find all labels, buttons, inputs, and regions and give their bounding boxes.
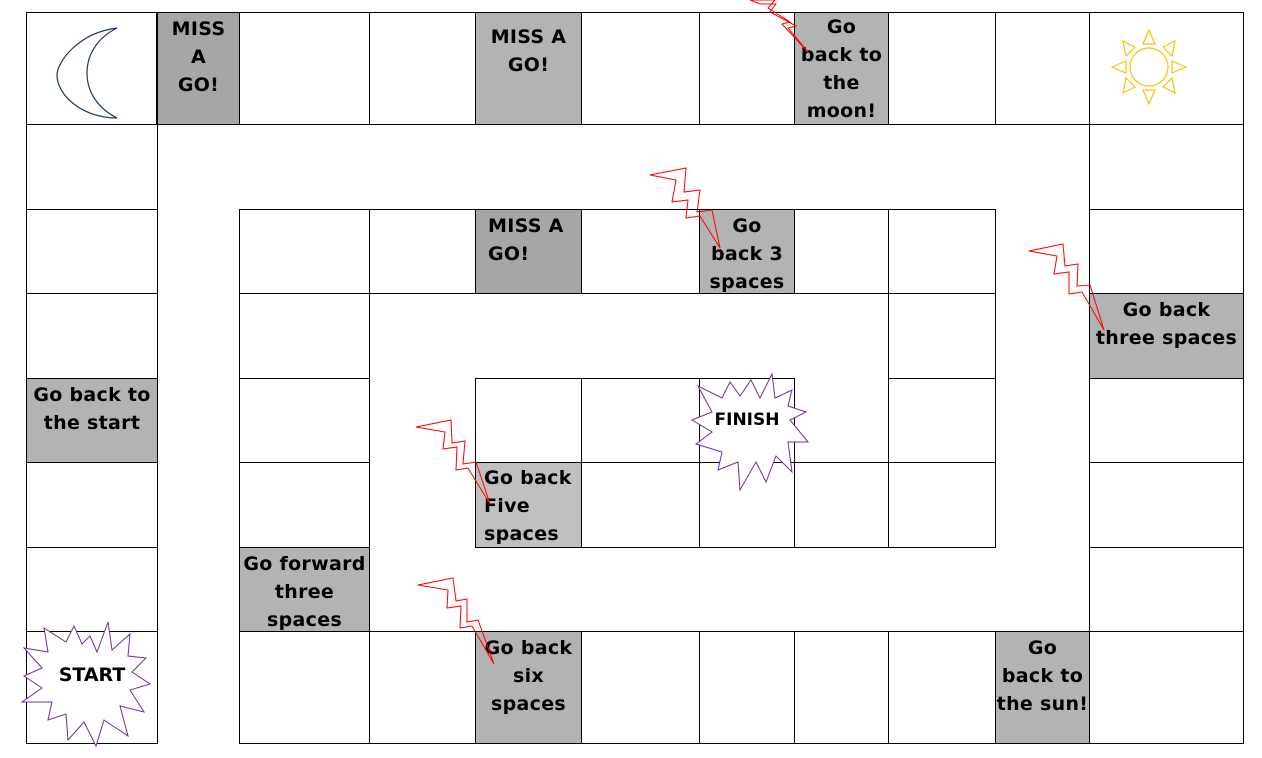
square-label: Go back 3 spaces	[709, 215, 785, 293]
board-square	[239, 631, 370, 744]
finish-star-icon	[690, 372, 810, 492]
lightning-bolt-icon	[749, 0, 809, 53]
square-forward-three-spaces: Go forward three spaces	[239, 547, 370, 632]
finish-label: FINISH	[714, 410, 780, 430]
square-back-to-start: Go back to the start	[26, 378, 158, 463]
square-label: Go back six spaces	[484, 637, 573, 715]
board-square	[26, 547, 158, 632]
board-square	[26, 209, 158, 294]
moon-icon	[56, 27, 118, 119]
board-square	[888, 293, 996, 379]
square-back-six-spaces: Go back six spaces	[475, 631, 582, 744]
board-square	[699, 12, 795, 125]
board-square-sun	[1089, 12, 1244, 125]
square-label: MISS A GO!	[488, 215, 564, 265]
square-label: Go back to the moon!	[800, 16, 883, 122]
square-label: MISS A GO!	[171, 18, 226, 96]
lightning-bolt-icon	[649, 167, 721, 249]
square-back-3-spaces: Go back 3 spaces	[699, 209, 795, 294]
board-square	[26, 462, 158, 548]
board-square	[369, 209, 476, 294]
square-miss-a-go: MISS A GO!	[475, 209, 582, 294]
board-square	[1089, 124, 1244, 210]
board-square	[888, 378, 996, 463]
sun-icon	[1110, 28, 1188, 106]
board-square	[794, 209, 889, 294]
square-back-three-spaces: Go back three spaces	[1089, 293, 1244, 379]
square-label: Go back Five spaces	[484, 467, 572, 545]
board-square	[581, 631, 700, 744]
start-star-icon	[20, 621, 152, 748]
lightning-bolt-icon	[1028, 243, 1105, 331]
square-back-to-sun: Go back to the sun!	[995, 631, 1090, 744]
board-square	[995, 12, 1090, 125]
square-miss-a-go: MISS A GO!	[157, 12, 240, 125]
lightning-bolt-icon	[415, 419, 491, 505]
board-square	[888, 631, 996, 744]
board-square	[1089, 462, 1244, 548]
board-square	[1089, 631, 1244, 744]
board-square-moon	[26, 12, 157, 125]
board-square	[794, 631, 889, 744]
square-label: Go back three spaces	[1095, 299, 1238, 349]
board-square	[239, 293, 370, 379]
square-label: Go back to the start	[33, 384, 151, 434]
board-square	[26, 124, 158, 210]
board-square	[888, 462, 996, 548]
board-square	[581, 12, 700, 125]
board-square	[239, 462, 370, 548]
board-square	[581, 209, 700, 294]
board-square	[699, 631, 795, 744]
board-square	[369, 12, 476, 125]
board-square	[794, 462, 889, 548]
board-square	[475, 378, 582, 463]
square-miss-a-go: MISS A GO!	[475, 12, 582, 125]
square-label: MISS A GO!	[490, 26, 567, 76]
square-label: Go back to the sun!	[996, 637, 1089, 715]
square-back-five-spaces: Go back Five spaces	[475, 462, 582, 548]
start-label: START	[58, 664, 126, 686]
lightning-bolt-icon	[417, 577, 495, 665]
square-label: Go forward three spaces	[243, 553, 366, 631]
